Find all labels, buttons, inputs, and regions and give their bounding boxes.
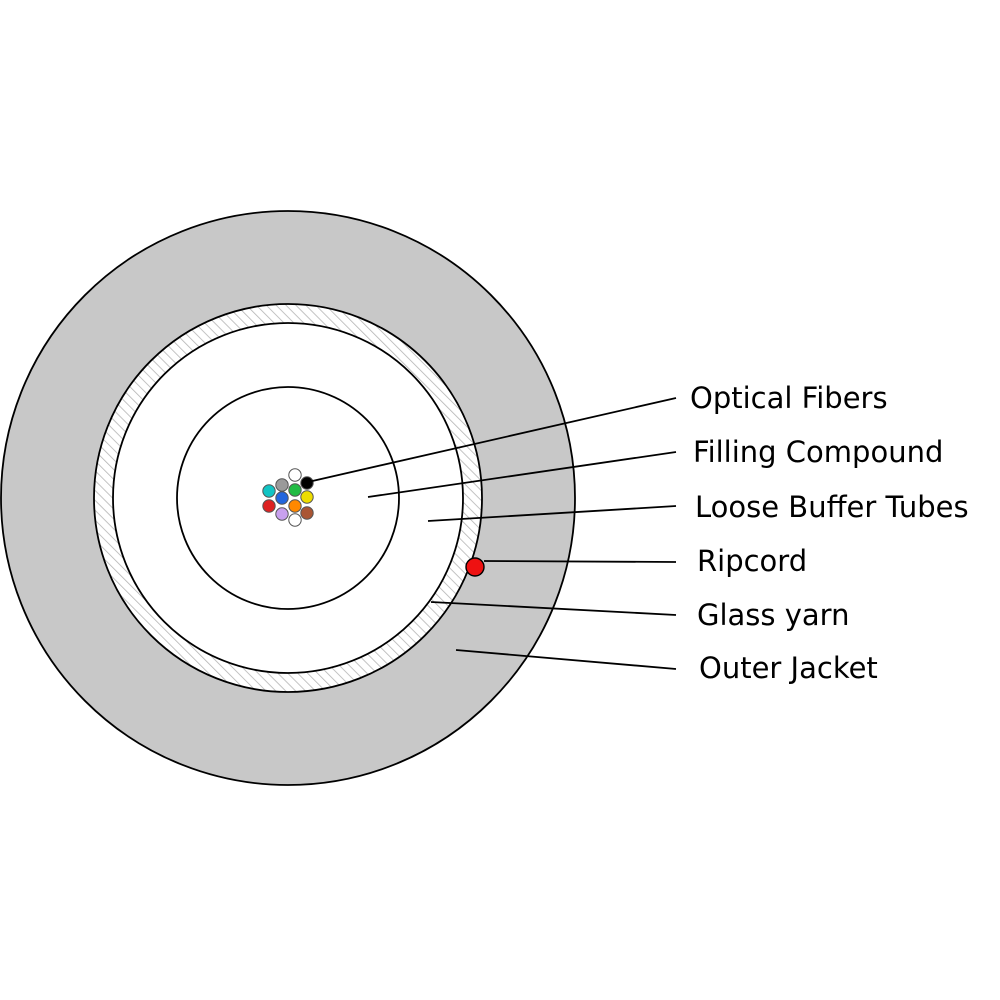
optical-fiber-12 [288,513,302,527]
optical-fiber-8 [262,499,276,513]
optical-fiber-3 [275,478,289,492]
leader-line-ripcord [483,560,677,563]
label-glass-yarn: Glass yarn [697,598,849,632]
optical-fiber-5 [262,484,276,498]
leader-line-outer-jacket [455,649,677,670]
optical-fiber-bundle [262,468,314,527]
leader-line-glass-yarn [430,601,677,616]
leader-line-loose-buffer-tubes [427,505,677,522]
optical-fiber-10 [300,506,314,520]
label-ripcord: Ripcord [697,544,807,578]
optical-fiber-1 [288,468,302,482]
label-filling-compound: Filling Compound [693,435,943,469]
ripcord-marker [465,557,485,577]
leader-line-optical-fibers [307,397,677,483]
leader-line-filling-compound [367,451,677,498]
label-outer-jacket: Outer Jacket [699,651,878,685]
label-optical-fibers: Optical Fibers [690,381,888,415]
optical-fiber-7 [300,490,314,504]
optical-fiber-11 [275,507,289,521]
optical-fiber-4 [288,483,302,497]
optical-fiber-6 [275,491,289,505]
optical-fiber-9 [288,499,302,513]
label-loose-buffer-tubes: Loose Buffer Tubes [695,490,969,524]
optical-fiber-2 [300,476,314,490]
